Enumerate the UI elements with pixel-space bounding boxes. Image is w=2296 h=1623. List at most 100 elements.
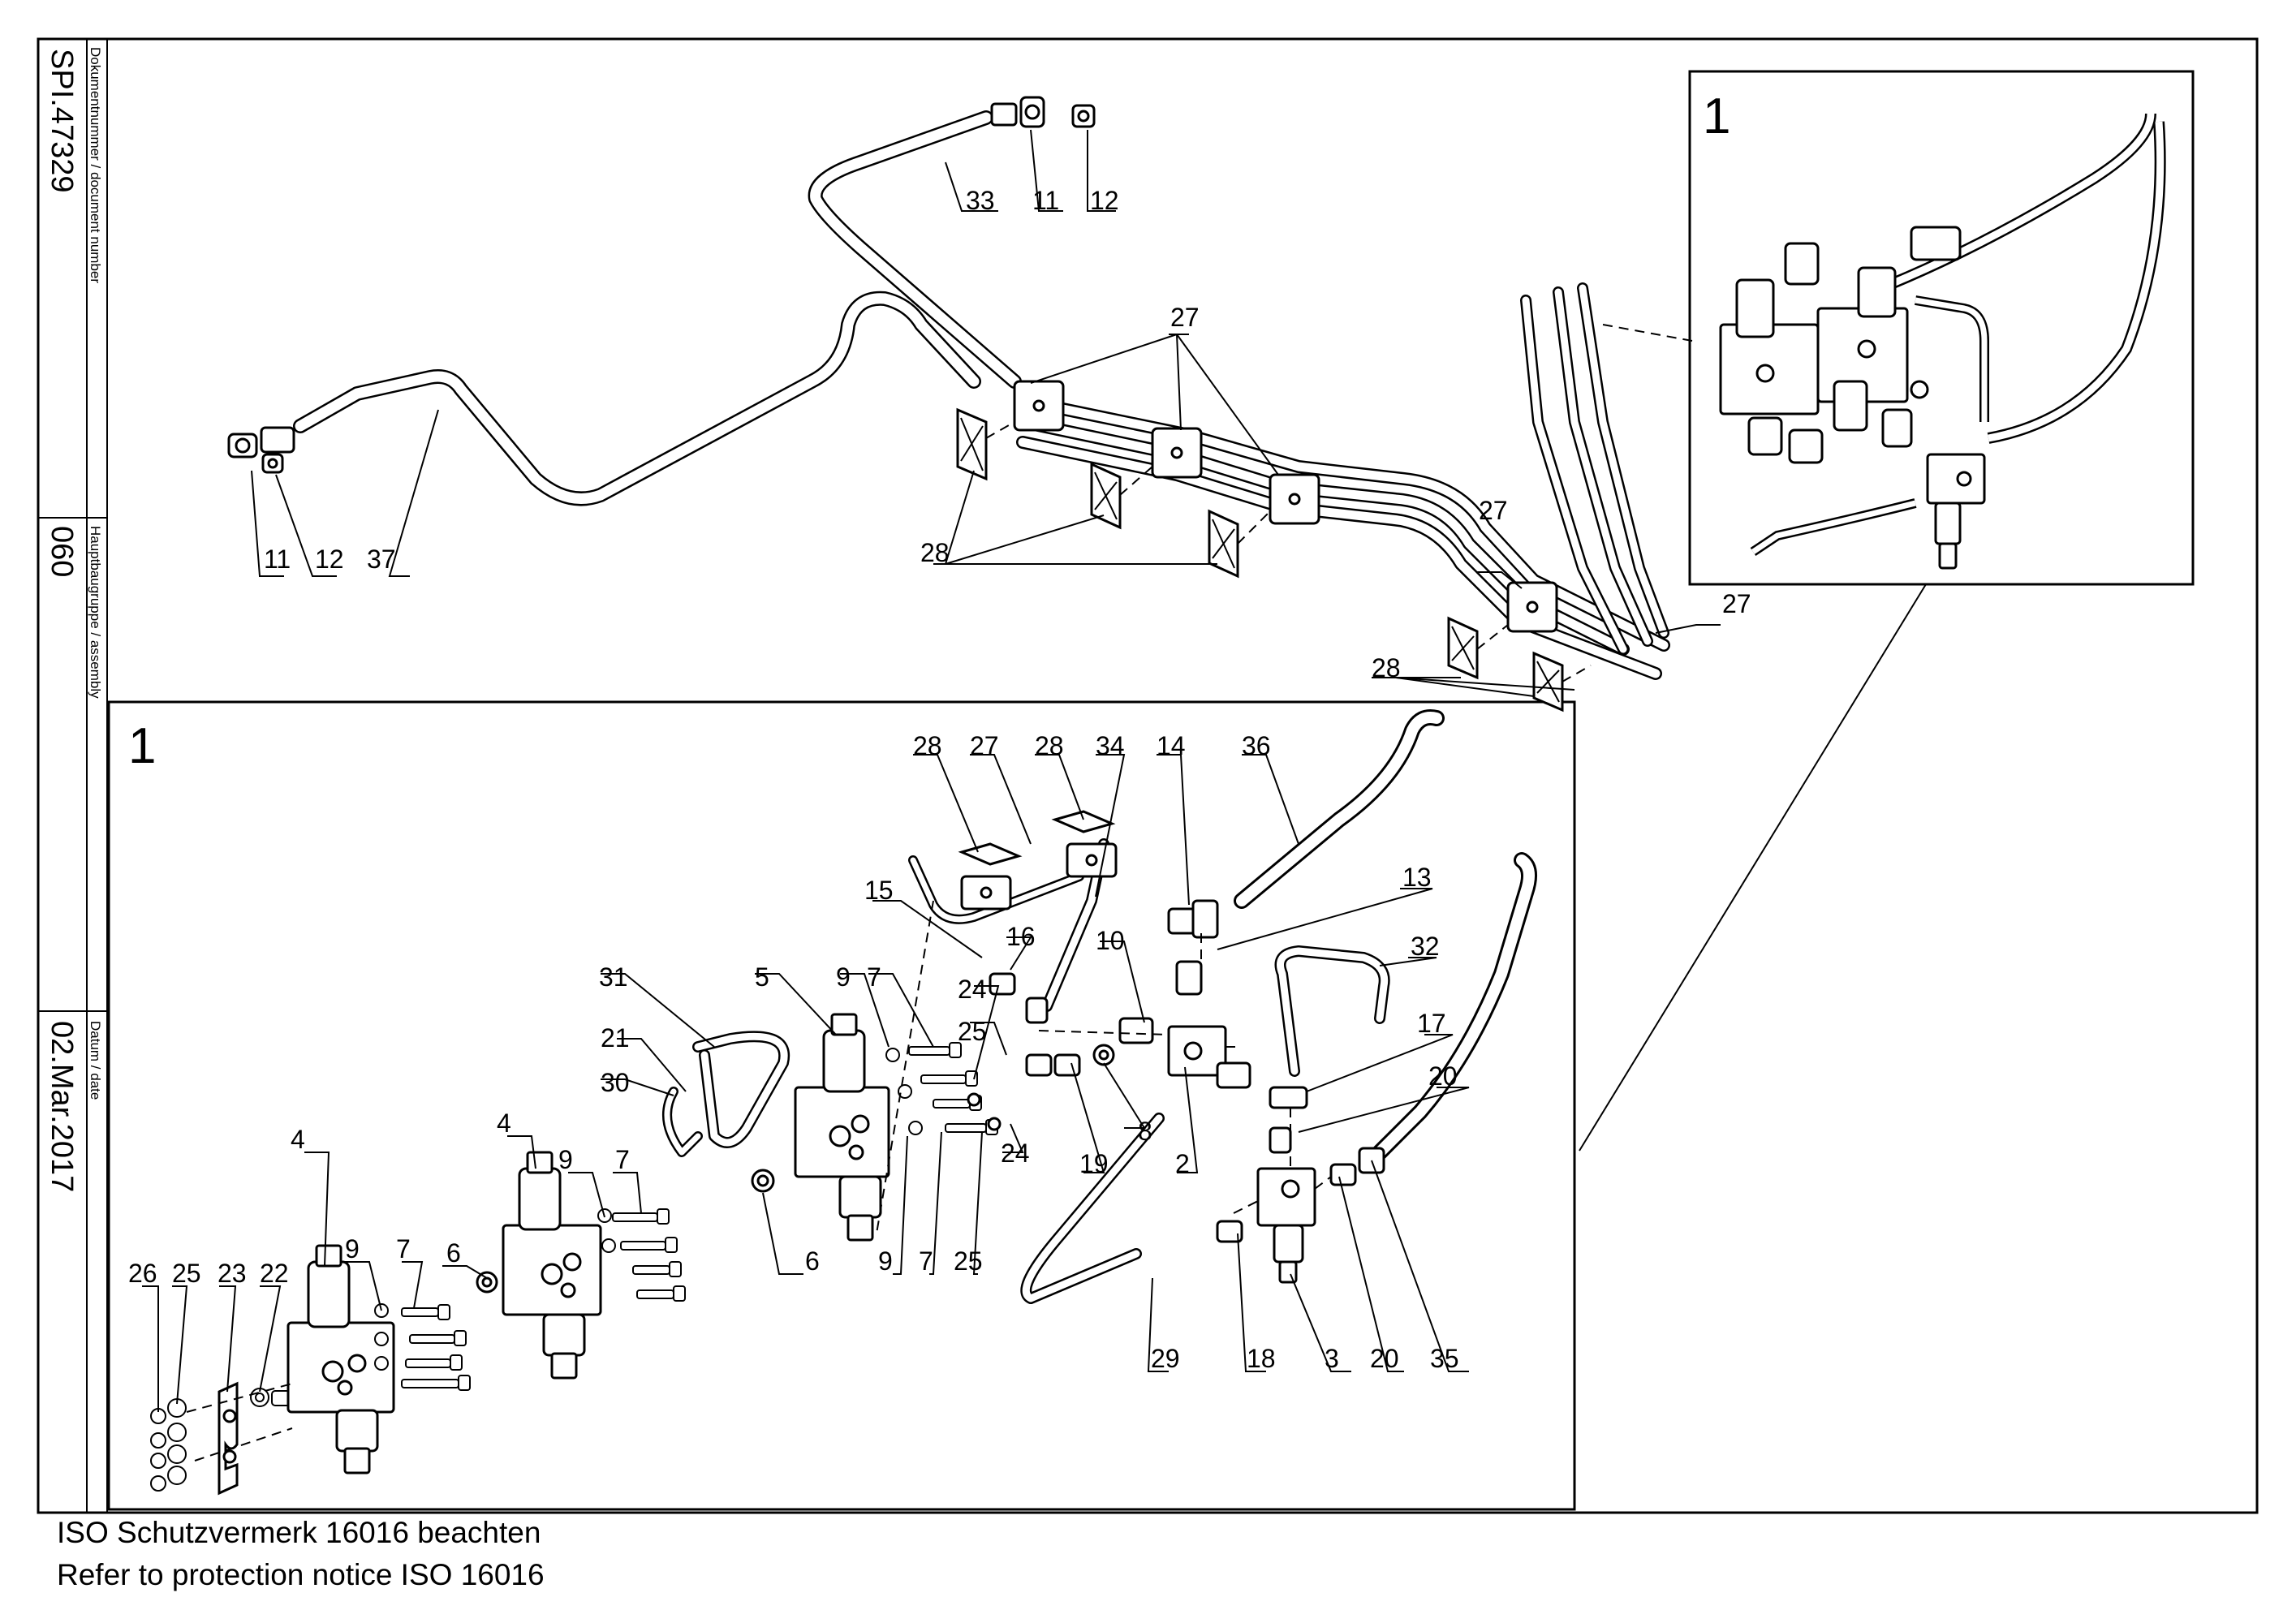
callout-30: 30: [601, 1068, 630, 1097]
callout-15: 15: [864, 876, 894, 905]
callout-24-b: 24: [1001, 1139, 1030, 1168]
pipe-bundle: [1016, 399, 1670, 680]
callout-9-d: 9: [878, 1246, 893, 1276]
drawing-frame: [37, 37, 2259, 1514]
callout-4-b: 4: [497, 1109, 511, 1138]
detail-leader: [1579, 583, 1927, 1152]
assembly-label: Hauptbaugruppe / assembly: [88, 526, 103, 699]
callout-19: 19: [1079, 1149, 1109, 1178]
leader-lines-detail: [142, 754, 1470, 1412]
callout-7-d: 7: [919, 1246, 933, 1276]
drawing-date: 02.Mar.2017: [45, 1021, 79, 1192]
overview-valve-assembly: [1719, 113, 2166, 570]
hose-35: [1372, 852, 1537, 1160]
callout-25-c: 25: [954, 1246, 983, 1276]
document-number-label: Dokumentnummer / document number: [88, 47, 103, 283]
solenoid-valve-4a: [286, 1244, 395, 1474]
callout-6-b: 6: [805, 1246, 820, 1276]
callout-25-b: 25: [172, 1259, 201, 1288]
callout-28-c: 28: [913, 731, 942, 760]
bracket-23: [218, 1381, 239, 1496]
callout-9-c: 9: [345, 1234, 360, 1264]
plugs-6: [476, 1169, 775, 1294]
bolts-7: [401, 1042, 998, 1391]
callout-8: 8: [1138, 1117, 1152, 1146]
fitting-11-top: [990, 96, 1045, 128]
callout-14: 14: [1157, 731, 1186, 760]
callout-32: 32: [1411, 932, 1440, 961]
callout-12-left: 12: [315, 545, 344, 574]
callout-2: 2: [1175, 1149, 1190, 1178]
callout-21: 21: [601, 1023, 630, 1053]
callout-11-top: 11: [1032, 186, 1059, 215]
leader-lines: [251, 129, 1721, 697]
detail-marker-overview: 1: [1703, 88, 1730, 144]
pad-dashes: [985, 324, 1693, 682]
callout-7-a: 7: [867, 962, 881, 992]
callout-27-d: 27: [970, 731, 999, 760]
callout-6-a: 6: [446, 1238, 461, 1268]
assembly-number: 060: [45, 526, 79, 577]
callout-35: 35: [1430, 1344, 1459, 1373]
callout-9-a: 9: [836, 962, 851, 992]
callout-20-a: 20: [1428, 1061, 1458, 1091]
callout-24-a: 24: [958, 975, 987, 1004]
callout-37: 37: [367, 545, 396, 574]
callout-20-b: 20: [1370, 1344, 1399, 1373]
pipe-32: [1274, 945, 1390, 1077]
document-number: SPI.47329: [45, 49, 79, 192]
callout-7-b: 7: [615, 1145, 630, 1174]
hose-33: [808, 110, 1022, 389]
callout-33: 33: [966, 186, 995, 215]
callout-31: 31: [599, 962, 628, 992]
callout-9-b: 9: [558, 1145, 573, 1174]
callout-5: 5: [755, 962, 769, 992]
callout-34: 34: [1096, 731, 1125, 760]
hose-36: [1234, 709, 1445, 909]
riser-pipes: [1520, 282, 1669, 655]
protection-notice-german: ISO Schutzvermerk 16016 beachten: [57, 1516, 541, 1549]
pressure-valve-3: [1256, 1167, 1316, 1284]
pad-hatching: [960, 417, 1560, 703]
fitting-12-top: [1071, 104, 1096, 128]
solenoid-valve-5: [794, 1013, 890, 1242]
callout-36: 36: [1242, 731, 1271, 760]
callout-28-a: 28: [920, 538, 950, 567]
fittings-detail: [967, 899, 1385, 1243]
pipe-31-30: [662, 1031, 790, 1157]
callout-11-left: 11: [264, 545, 291, 574]
callout-17: 17: [1417, 1009, 1446, 1038]
hose-37: [293, 291, 981, 506]
callout-12-top: 12: [1090, 186, 1119, 215]
callout-27-c: 27: [1722, 589, 1751, 618]
callouts-detail-bottom: 24 4 4 9 7 9 7 6 26 25 23 22 6 9 7 25 29…: [128, 1109, 1459, 1373]
fitting-12-left: [261, 453, 284, 474]
callout-28-b: 28: [1372, 653, 1401, 682]
callout-10: 10: [1096, 926, 1125, 955]
clamp-27-detail: [960, 842, 1118, 911]
callout-18: 18: [1247, 1344, 1276, 1373]
callout-3: 3: [1325, 1344, 1339, 1373]
check-valve-2: [1167, 1025, 1251, 1089]
callout-23: 23: [218, 1259, 247, 1288]
callout-25-a: 25: [958, 1017, 987, 1046]
callout-22: 22: [260, 1259, 289, 1288]
callout-28-d: 28: [1035, 731, 1064, 760]
solenoid-valve-4b: [502, 1151, 602, 1380]
callout-26: 26: [128, 1259, 157, 1288]
callout-27-a: 27: [1170, 303, 1200, 332]
callouts-detail-top: 28 27 28 34 14 36 13 32 17 20 15 16 10 3…: [599, 731, 1458, 1178]
nuts-26: [150, 1398, 187, 1492]
protection-notice-english: Refer to protection notice ISO 16016: [57, 1558, 545, 1591]
washers-9: [374, 1048, 923, 1371]
callout-7-c: 7: [396, 1234, 411, 1264]
clamp-27: [1013, 380, 1558, 633]
date-label: Datum / date: [88, 1021, 103, 1100]
pipe-29: [1020, 1113, 1165, 1304]
callout-16: 16: [1006, 922, 1036, 951]
callout-27-b: 27: [1479, 496, 1508, 525]
detail-marker-exploded: 1: [128, 718, 156, 774]
valve-dashes: [186, 900, 1332, 1462]
callout-4-a: 4: [291, 1125, 305, 1154]
